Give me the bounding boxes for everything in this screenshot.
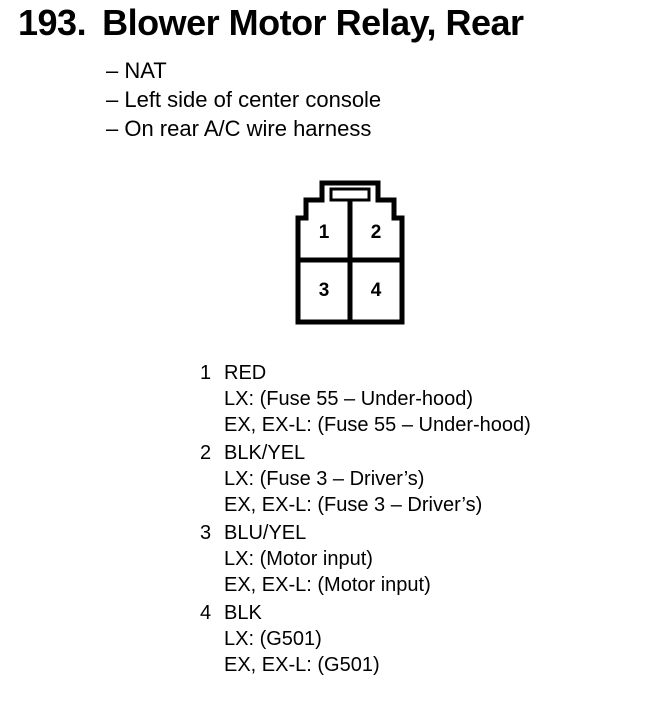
component-name: Blower Motor Relay, Rear [102, 2, 524, 43]
pin-circuit: EX, EX-L: (G501) [224, 654, 380, 676]
cavity-label-4: 4 [371, 280, 382, 301]
component-number: 193. [18, 2, 87, 43]
pin-entry: 1 RED LX: (Fuse 55 – Under-hood) EX, EX-L… [200, 360, 531, 438]
pin-number: 2 [200, 442, 212, 464]
pin-circuit: EX, EX-L: (Fuse 55 – Under-hood) [224, 414, 531, 436]
location-item: – NAT [106, 58, 167, 83]
location-item: – Left side of center console [106, 87, 382, 112]
pin-number: 4 [200, 602, 212, 624]
wire-color: RED [224, 362, 267, 384]
wire-color: BLK [224, 602, 262, 624]
wire-color: BLU/YEL [224, 522, 307, 544]
connector-diagram: 1 2 3 4 [295, 180, 405, 325]
pin-entry: 2 BLK/YEL LX: (Fuse 3 – Driver’s) EX, EX-… [200, 440, 531, 518]
pin-list: 1 RED LX: (Fuse 55 – Under-hood) EX, EX-L… [200, 360, 531, 680]
location-list: – NAT – Left side of center console – On… [106, 56, 381, 143]
cavity-label-1: 1 [319, 222, 330, 243]
pin-circuit: EX, EX-L: (Motor input) [224, 574, 431, 596]
pin-circuit: LX: (Fuse 55 – Under-hood) [224, 388, 474, 410]
page-title: 193. Blower Motor Relay, Rear [18, 2, 524, 44]
pin-circuit: EX, EX-L: (Fuse 3 – Driver’s) [224, 494, 483, 516]
location-item: – On rear A/C wire harness [106, 116, 372, 141]
pin-number: 1 [200, 362, 212, 384]
cavity-label-3: 3 [319, 280, 330, 301]
pin-number: 3 [200, 522, 212, 544]
connector-latch [329, 187, 371, 202]
wire-color: BLK/YEL [224, 442, 306, 464]
pin-circuit: LX: (Fuse 3 – Driver’s) [224, 468, 425, 490]
pin-circuit: LX: (G501) [224, 628, 322, 650]
pin-entry: 4 BLK LX: (G501) EX, EX-L: (G501) [200, 600, 531, 678]
cavity-label-2: 2 [371, 222, 382, 243]
pin-entry: 3 BLU/YEL LX: (Motor input) EX, EX-L: (Mo… [200, 520, 531, 598]
pin-circuit: LX: (Motor input) [224, 548, 373, 570]
